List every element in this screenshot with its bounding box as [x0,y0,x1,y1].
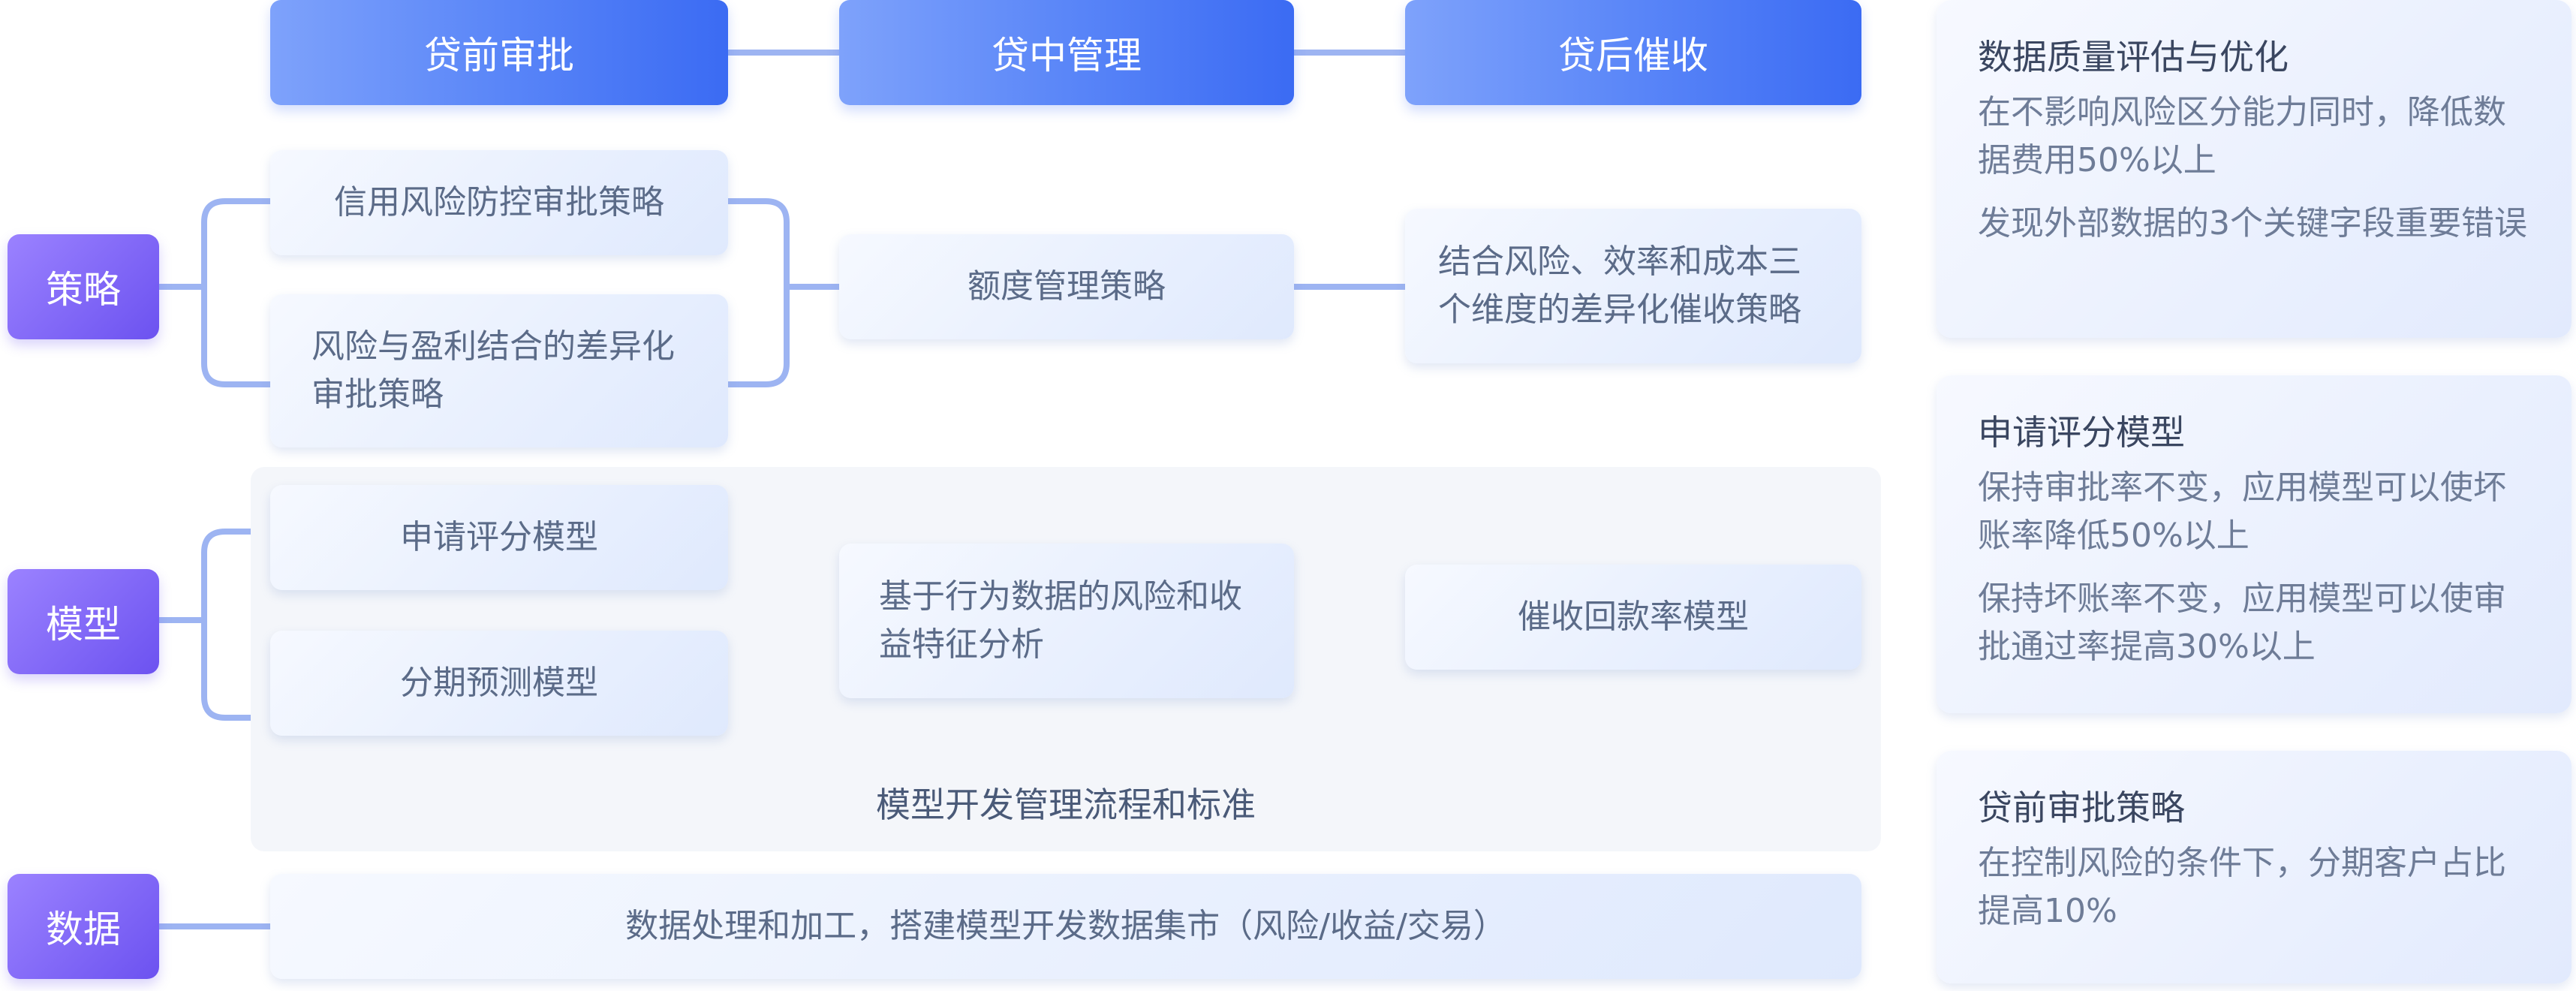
strategy-collection-text: 结合风险、效率和成本三个维度的差异化催收策略 [1438,242,1801,329]
strategy-credit-risk-card: 信用风险防控审批策略 [270,150,728,255]
strategy-collection-card: 结合风险、效率和成本三个维度的差异化催收策略 [1405,209,1861,363]
model-application-score-card: 申请评分模型 [270,485,728,590]
model-behavior-analysis-text: 基于行为数据的风险和收益特征分析 [879,577,1242,664]
model-behavior-analysis-card: 基于行为数据的风险和收益特征分析 [839,544,1294,698]
result-line: 发现外部数据的3个关键字段重要错误 [1978,204,2527,242]
result-card-pre-loan-strategy: 贷前审批策略 在控制风险的条件下，分期客户占比提高10% [1937,751,2571,983]
model-installment-prediction-card: 分期预测模型 [270,631,728,736]
header-in-loan-management: 贷中管理 [839,0,1294,105]
result-line: 在控制风险的条件下，分期客户占比提高10% [1978,844,2506,930]
strategy-differentiated-approval-text: 风险与盈利结合的差异化审批策略 [311,327,675,414]
result-card-application-score: 申请评分模型 保持审批率不变，应用模型可以使坏账率降低50%以上 保持坏账率不变… [1937,375,2571,713]
row-label-model: 模型 [8,569,159,674]
result-card-data-quality: 数据质量评估与优化 在不影响风险区分能力同时，降低数据费用50%以上 发现外部数… [1937,0,2571,338]
result-title: 申请评分模型 [1978,412,2185,453]
data-processing-card: 数据处理和加工，搭建模型开发数据集市（风险/收益/交易） [270,874,1861,979]
model-panel-caption: 模型开发管理流程和标准 [876,785,1256,825]
model-collection-rate-card: 催收回款率模型 [1405,565,1861,670]
result-line: 保持坏账率不变，应用模型可以使审批通过率提高30%以上 [1978,580,2506,666]
header-pre-loan-approval: 贷前审批 [270,0,728,105]
model-bracket [201,529,273,721]
row-label-strategy: 策略 [8,234,159,339]
result-title: 数据质量评估与优化 [1978,37,2289,77]
result-title: 贷前审批策略 [1978,788,2185,828]
strategy-bracket [201,198,273,387]
header-post-loan-collection: 贷后催收 [1405,0,1861,105]
strategy-quota-management-card: 额度管理策略 [839,234,1294,339]
result-line: 保持审批率不变，应用模型可以使坏账率降低50%以上 [1978,468,2506,555]
row-label-data: 数据 [8,874,159,979]
result-line: 在不影响风险区分能力同时，降低数据费用50%以上 [1978,93,2506,179]
strategy-right-bracket [725,198,790,387]
strategy-differentiated-approval-card: 风险与盈利结合的差异化审批策略 [270,294,728,447]
